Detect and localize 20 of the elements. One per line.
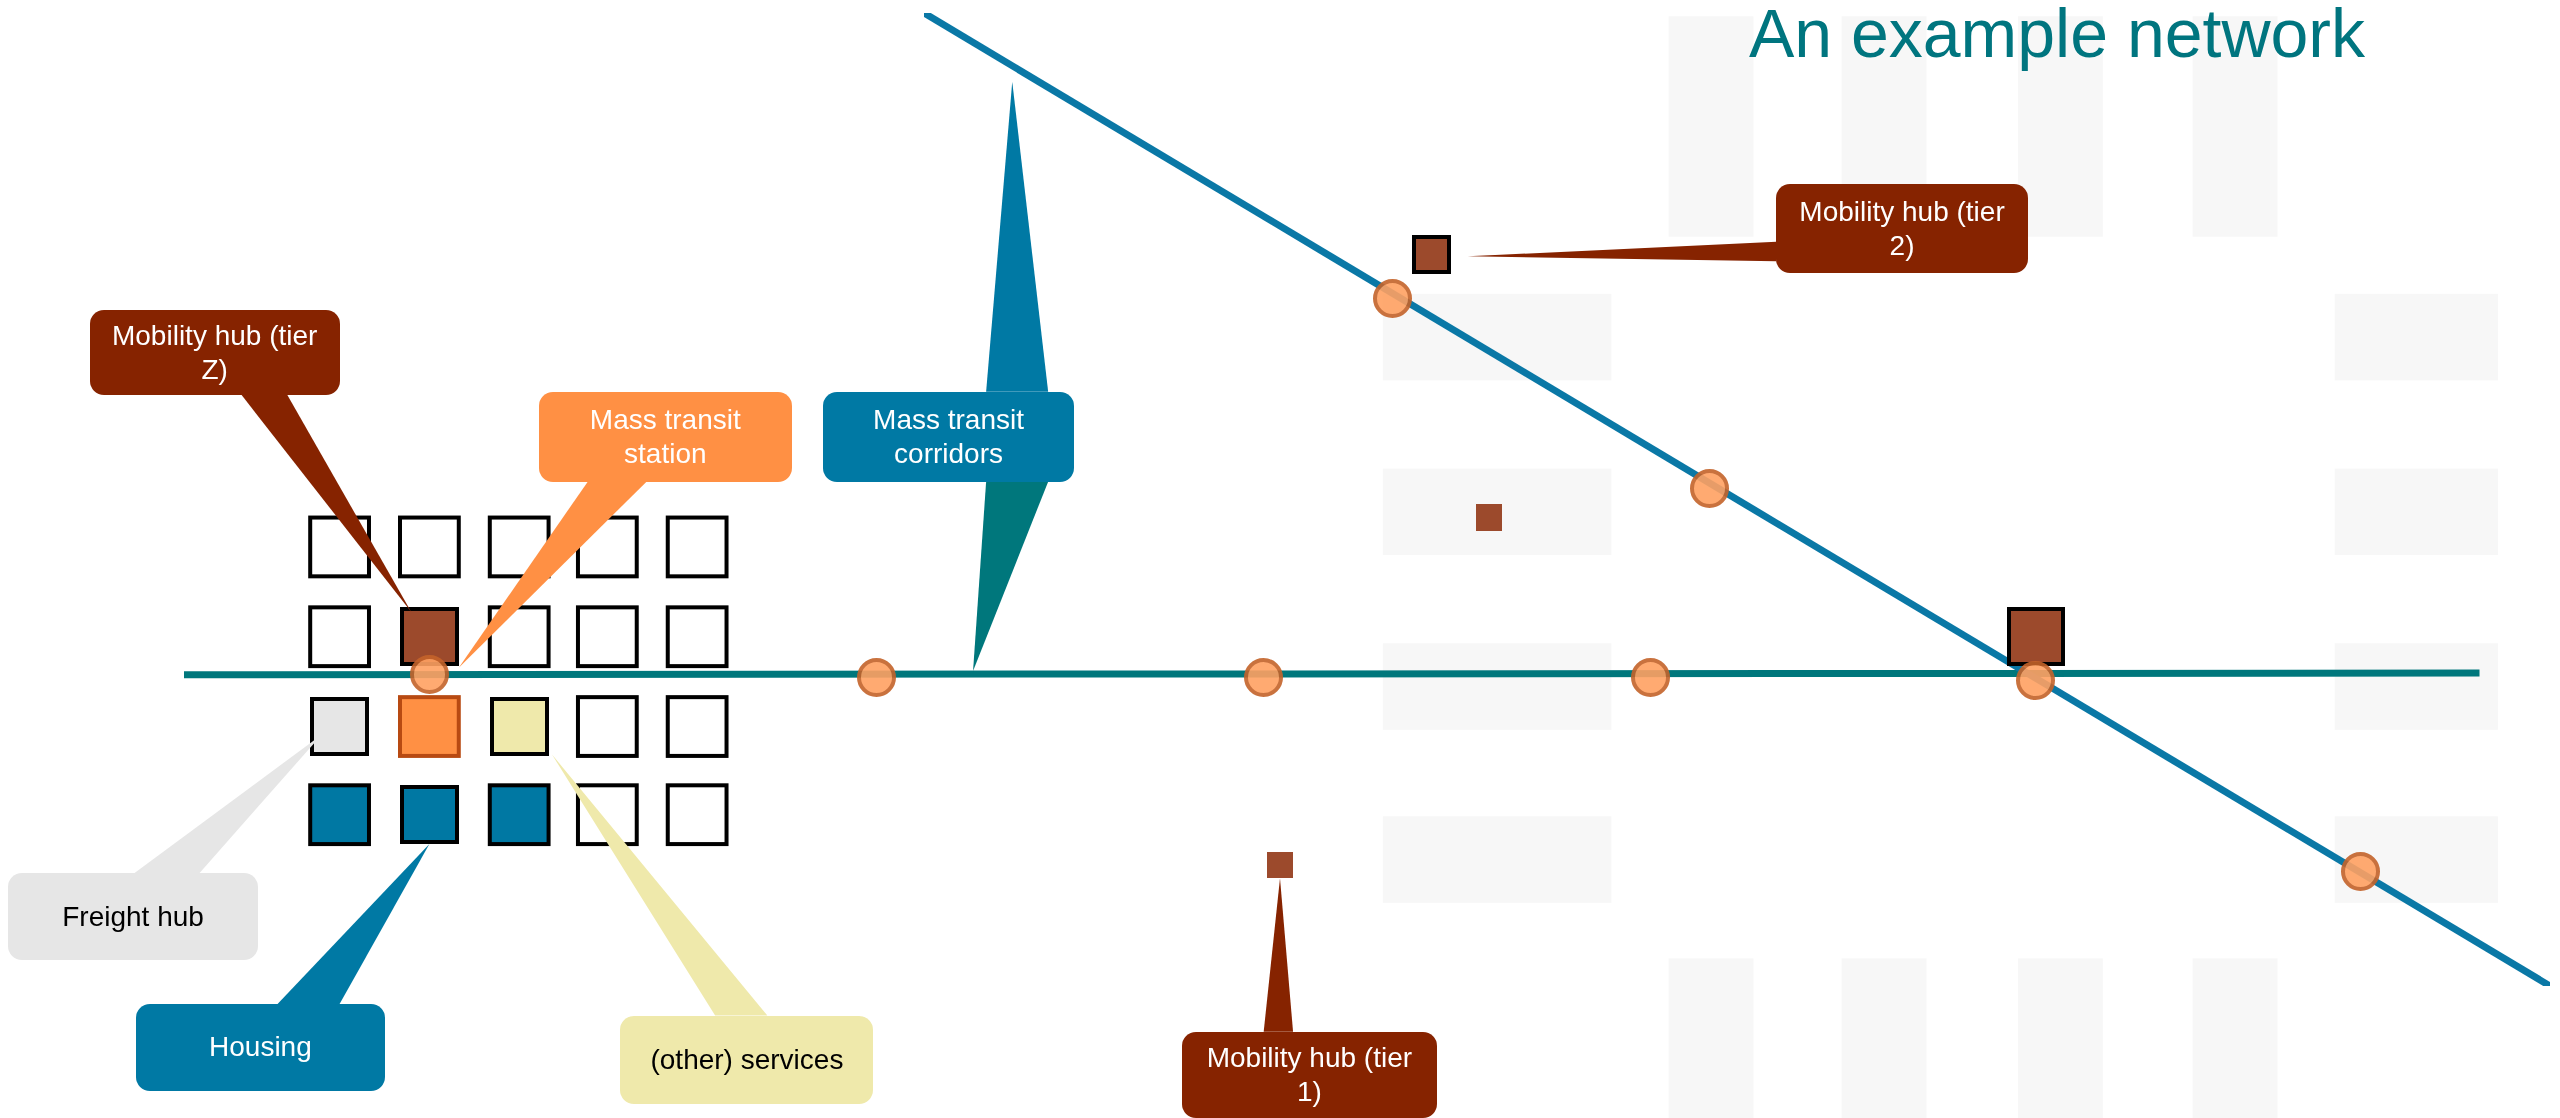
mobility-hub-label: Mobility hub (tier Z)	[89, 310, 340, 396]
callout-pointer	[973, 481, 1049, 671]
callout-pointer	[458, 481, 647, 668]
station-marker	[857, 657, 897, 698]
callout-pointer	[241, 395, 412, 613]
callout-pointer	[986, 81, 1049, 392]
callout-pointer	[277, 844, 430, 1005]
corridor-line	[184, 669, 2480, 681]
housing-square	[400, 785, 459, 845]
housing-label: Housing	[135, 1004, 386, 1091]
freight-hub-square	[310, 697, 369, 756]
corridor-label: Mass transit corridors	[822, 391, 1075, 482]
freight-hub-label: Freight hub	[8, 873, 258, 960]
mobility-hub-square	[400, 607, 459, 667]
services-square	[489, 697, 549, 756]
callout-pointer	[551, 754, 768, 1016]
station-label: Mass transit station	[538, 391, 792, 482]
services-label: (other) services	[620, 1015, 874, 1104]
mobility-hub-label: Mobility hub (tier 1)	[1182, 1031, 1437, 1118]
title: An example network	[1748, 0, 2365, 72]
